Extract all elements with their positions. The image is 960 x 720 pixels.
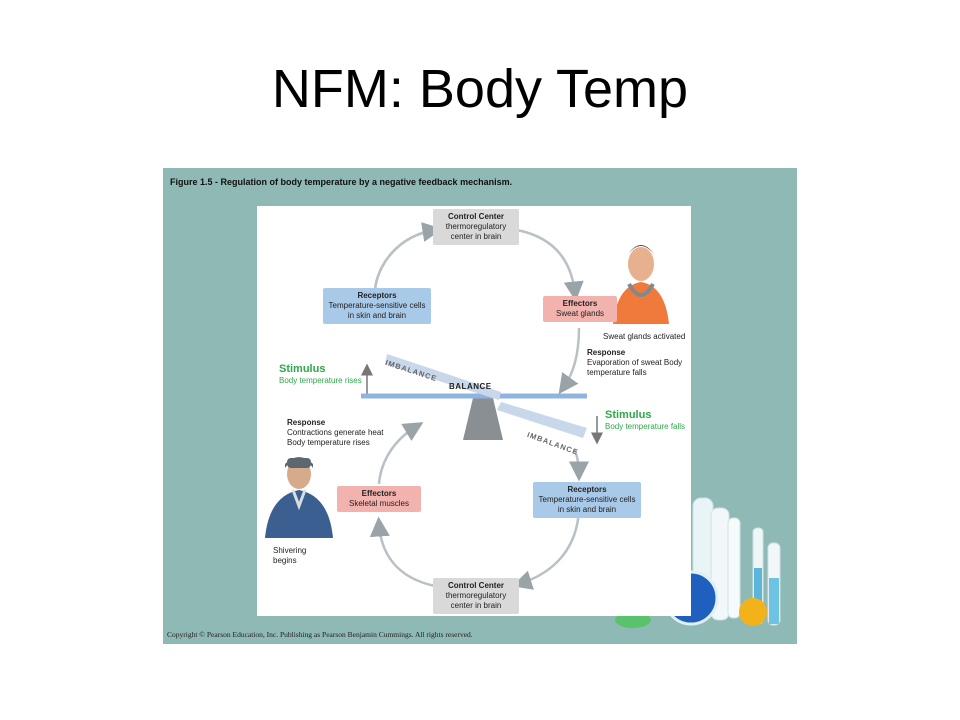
bottom-control-center-title: Control Center: [448, 581, 504, 590]
bottom-effectors-title: Effectors: [361, 489, 397, 498]
figure: Figure 1.5 - Regulation of body temperat…: [163, 168, 797, 644]
top-response-text: Evaporation of sweat Body temperature fa…: [587, 358, 683, 377]
figure-caption: Figure 1.5 - Regulation of body temperat…: [170, 177, 513, 187]
top-control-center-title: Control Center: [448, 212, 504, 221]
feedback-arrows: [265, 222, 669, 590]
bottom-receptors-box: Receptors Temperature-sensitive cells in…: [533, 482, 641, 518]
top-receptors-text: Temperature-sensitive cells in skin and …: [328, 301, 426, 320]
bottom-stimulus: Stimulus Body temperature falls: [605, 409, 695, 432]
bottom-receptors-title: Receptors: [567, 485, 607, 494]
balance-label: BALANCE: [449, 382, 492, 391]
top-receptors-title: Receptors: [357, 291, 397, 300]
bottom-receptors-text: Temperature-sensitive cells in skin and …: [538, 495, 636, 514]
bottom-effectors-text: Skeletal muscles: [348, 499, 410, 508]
top-control-center-text: thermoregulatory center in brain: [445, 222, 507, 241]
slide-title: NFM: Body Temp: [271, 59, 689, 119]
top-stimulus-text: Body temperature rises: [279, 376, 362, 385]
copyright-text: Copyright © Pearson Education, Inc. Publ…: [167, 630, 473, 639]
top-stimulus-title: Stimulus: [279, 363, 326, 375]
top-control-center-box: Control Center thermoregulatory center i…: [433, 209, 519, 245]
bottom-control-center-box: Control Center thermoregulatory center i…: [433, 578, 519, 614]
top-response-title: Response: [587, 348, 626, 357]
top-effectors-text: Sweat glands: [555, 309, 605, 318]
bottom-stimulus-text: Body temperature falls: [605, 422, 686, 431]
bottom-response: Response Contractions generate heat Body…: [287, 418, 397, 448]
top-receptors-box: Receptors Temperature-sensitive cells in…: [323, 288, 431, 324]
bottom-response-text: Contractions generate heat Body temperat…: [287, 428, 384, 447]
bottom-effect-caption: Shivering begins: [273, 546, 307, 565]
top-stimulus: Stimulus Body temperature rises: [279, 363, 363, 386]
bottom-control-center-text: thermoregulatory center in brain: [445, 591, 507, 610]
bottom-stimulus-title: Stimulus: [605, 409, 652, 421]
top-effectors-box: Effectors Sweat glands: [543, 296, 617, 322]
top-effect-caption: Sweat glands activated: [603, 332, 686, 341]
bottom-response-title: Response: [287, 418, 326, 427]
top-effectors-title: Effectors: [562, 299, 598, 308]
bottom-effectors-box: Effectors Skeletal muscles: [337, 486, 421, 512]
diagram-panel: Control Center thermoregulatory center i…: [257, 206, 691, 616]
top-response: Response Evaporation of sweat Body tempe…: [587, 348, 691, 378]
